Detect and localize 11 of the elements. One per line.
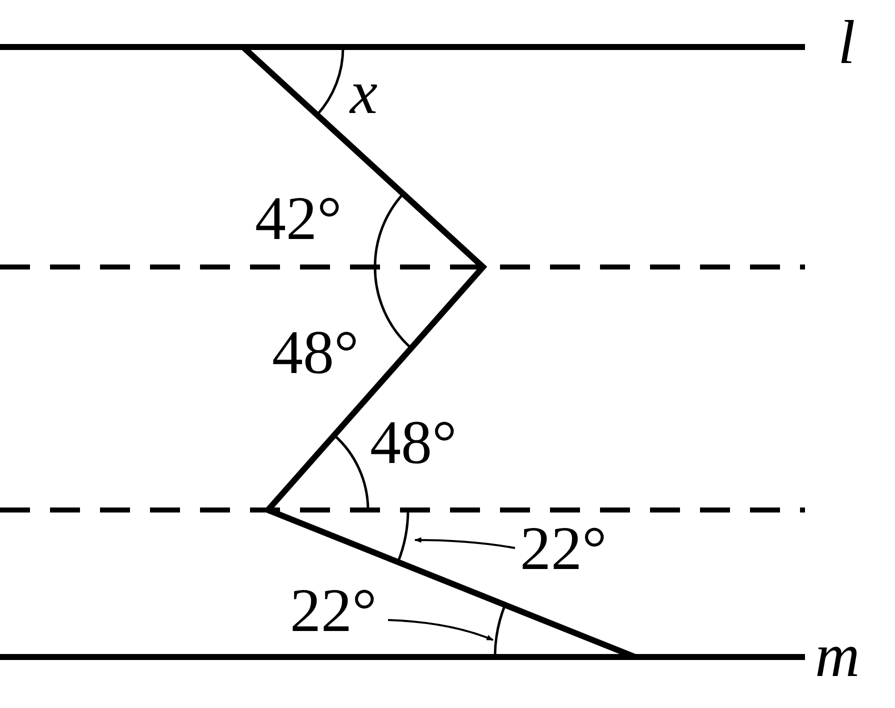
- angle-label: 22°: [520, 518, 607, 580]
- line-name: m: [815, 625, 860, 687]
- leader-arrow: [414, 537, 516, 549]
- leader-arrow: [388, 619, 494, 641]
- line-name: l: [838, 12, 856, 74]
- angle-label: 48°: [272, 322, 359, 384]
- angle-label: 42°: [255, 188, 342, 250]
- line-name: x: [350, 62, 378, 124]
- angle-arc: [396, 510, 410, 562]
- angle-label: 22°: [290, 580, 377, 642]
- angle-label: 48°: [370, 412, 457, 474]
